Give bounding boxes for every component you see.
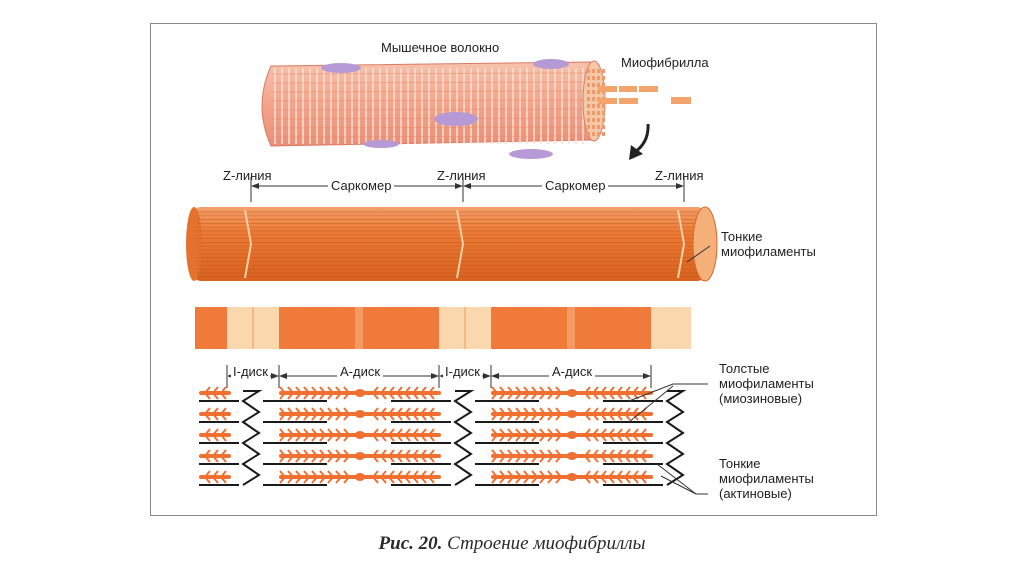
cylinder-end bbox=[693, 207, 717, 281]
label-z-line: Z-линия bbox=[437, 168, 486, 183]
band-strip bbox=[195, 307, 691, 349]
z-line-zigzag bbox=[667, 391, 683, 485]
myofibril-end bbox=[592, 132, 595, 136]
myofibril-end bbox=[592, 97, 595, 101]
m-line bbox=[355, 410, 365, 418]
label-thick-filaments: Толстые миофиламенты (миозиновые) bbox=[719, 361, 814, 406]
myofibril-end bbox=[592, 76, 595, 80]
myofibril-end bbox=[592, 104, 595, 108]
myofibril-end bbox=[587, 76, 590, 80]
myofibril-end bbox=[602, 104, 605, 108]
label-muscle-fiber: Мышечное волокно bbox=[381, 40, 499, 55]
h-zone bbox=[355, 307, 363, 349]
myofibril-end bbox=[597, 76, 600, 80]
nucleus bbox=[533, 59, 569, 69]
h-zone bbox=[567, 307, 575, 349]
nucleus bbox=[434, 112, 478, 126]
m-line bbox=[567, 431, 577, 439]
myofibril-end bbox=[597, 111, 600, 115]
m-line bbox=[355, 452, 365, 460]
myofibril-end bbox=[597, 125, 600, 129]
m-line bbox=[355, 431, 365, 439]
muscle-fiber bbox=[262, 59, 691, 159]
protruding-myofibril bbox=[671, 97, 691, 104]
protruding-myofibril bbox=[598, 86, 658, 92]
myofibril-end bbox=[602, 132, 605, 136]
m-line bbox=[355, 389, 365, 397]
figure-frame: Мышечное волокно Миофибрилла Z-линия Сар… bbox=[150, 23, 877, 516]
m-line bbox=[567, 410, 577, 418]
label-z-line: Z-линия bbox=[655, 168, 704, 183]
band bbox=[195, 307, 227, 349]
myofibril-end bbox=[592, 118, 595, 122]
label-a-disk: A-диск bbox=[549, 364, 595, 379]
label-a-disk: A-диск bbox=[337, 364, 383, 379]
caption-figure-number: Рис. 20. bbox=[379, 533, 443, 554]
myofibril-end bbox=[587, 132, 590, 136]
m-line bbox=[567, 389, 577, 397]
myofibril-end bbox=[592, 69, 595, 73]
label-myofibril: Миофибрилла bbox=[621, 55, 709, 70]
myofibril-end bbox=[587, 125, 590, 129]
z-line-zigzag bbox=[243, 391, 259, 485]
band bbox=[651, 307, 691, 349]
myofibril-end bbox=[587, 97, 590, 101]
label-thin-filaments-actin: Тонкие миофиламенты (актиновые) bbox=[719, 456, 814, 501]
label-i-disk: I-диск bbox=[443, 364, 482, 379]
label-i-disk: I-диск bbox=[231, 364, 270, 379]
myofibril-end bbox=[587, 69, 590, 73]
myofibril-end bbox=[597, 132, 600, 136]
nucleus bbox=[363, 140, 399, 148]
myofibril-end bbox=[587, 83, 590, 87]
myofibril-diagram bbox=[151, 24, 878, 517]
curved-arrow bbox=[635, 124, 648, 152]
myofibril-end bbox=[597, 118, 600, 122]
myofibril-end bbox=[592, 90, 595, 94]
myofibril-end bbox=[587, 90, 590, 94]
caption-text: Строение миофибриллы bbox=[447, 533, 645, 554]
myofibril-end bbox=[602, 76, 605, 80]
label-z-line: Z-линия bbox=[223, 168, 272, 183]
nucleus bbox=[321, 63, 361, 73]
m-line bbox=[567, 473, 577, 481]
myofibril-cylinder bbox=[186, 207, 717, 281]
m-line bbox=[355, 473, 365, 481]
myofibril-end bbox=[587, 118, 590, 122]
label-thin-filaments-top: Тонкие миофиламенты bbox=[721, 229, 816, 259]
myofibril-end bbox=[602, 125, 605, 129]
myofibril-end bbox=[587, 104, 590, 108]
myofibril-end bbox=[602, 69, 605, 73]
nucleus bbox=[509, 149, 553, 159]
filament-arrangement bbox=[199, 387, 683, 485]
myofibril-end bbox=[597, 69, 600, 73]
figure-caption: Рис. 20. Строение миофибриллы bbox=[0, 533, 1024, 555]
z-line-zigzag bbox=[455, 391, 471, 485]
myofibril-end bbox=[602, 111, 605, 115]
myofibril-end bbox=[592, 83, 595, 87]
myofibril-end bbox=[597, 104, 600, 108]
myofibril-end bbox=[592, 125, 595, 129]
myofibril-end bbox=[587, 111, 590, 115]
myofibril-end bbox=[602, 118, 605, 122]
label-sarcomere: Саркомер bbox=[542, 178, 608, 193]
m-line bbox=[567, 452, 577, 460]
myofibril-end bbox=[592, 111, 595, 115]
label-sarcomere: Саркомер bbox=[328, 178, 394, 193]
